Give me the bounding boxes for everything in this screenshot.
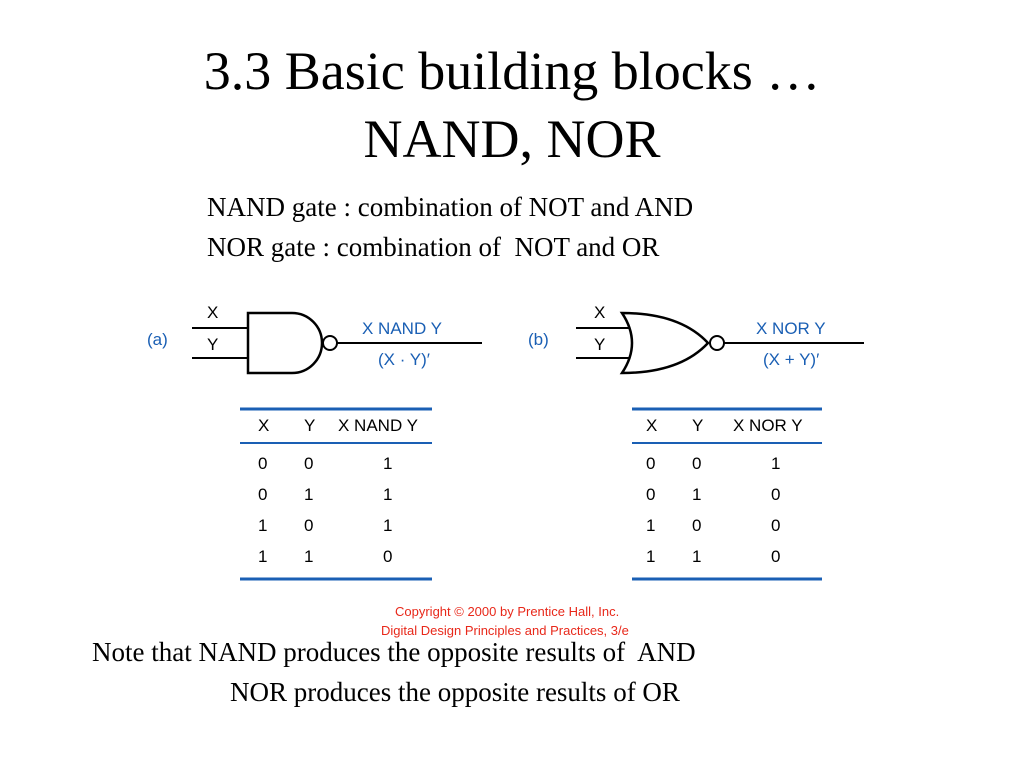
- nor-table-header-x: X: [646, 416, 657, 435]
- nand-table-cell: 0: [383, 547, 392, 566]
- nand-input-x-label: X: [207, 303, 218, 322]
- nor-table-cell: 0: [646, 485, 655, 504]
- nor-table-cell: 0: [771, 516, 780, 535]
- nor-table-cell: 1: [646, 547, 655, 566]
- nand-input-y-label: Y: [207, 335, 218, 354]
- nand-table-cell: 0: [304, 454, 313, 473]
- nand-definition: NAND gate : combination of NOT and AND: [207, 192, 694, 222]
- copyright-line-2: Digital Design Principles and Practices,…: [381, 623, 629, 638]
- nand-table-cell: 1: [383, 454, 392, 473]
- nand-inversion-bubble: [322, 335, 338, 351]
- nand-panel-label: (a): [147, 330, 168, 349]
- nor-gate-symbol: [619, 311, 710, 375]
- note-line-1: Note that NAND produces the opposite res…: [92, 637, 696, 667]
- nand-table-cell: 0: [258, 454, 267, 473]
- nor-table-header-output: X NOR Y: [733, 416, 803, 435]
- nand-table-cell: 1: [383, 485, 392, 504]
- nand-table-cell: 1: [258, 547, 267, 566]
- nand-table-header-output: X NAND Y: [338, 416, 418, 435]
- nor-table-cell: 0: [646, 454, 655, 473]
- nor-table-header-y: Y: [692, 416, 703, 435]
- nor-table-cell: 0: [771, 485, 780, 504]
- nand-table-cell: 1: [304, 547, 313, 566]
- slide-title-line-2: NAND, NOR: [363, 109, 661, 169]
- nor-input-x-label: X: [594, 303, 605, 322]
- nor-table-cell: 0: [771, 547, 780, 566]
- nor-output-expression: (X + Y)′: [763, 350, 819, 369]
- nor-table-cell: 1: [771, 454, 780, 473]
- nor-panel-label: (b): [528, 330, 549, 349]
- nand-output-expression: (X · Y)′: [378, 350, 430, 369]
- nand-table-header-y: Y: [304, 416, 315, 435]
- nor-table-cell: 1: [692, 547, 701, 566]
- nand-table-cell: 1: [383, 516, 392, 535]
- nand-gate-symbol: [246, 311, 324, 375]
- nand-table-cell: 0: [304, 516, 313, 535]
- nand-table-header-x: X: [258, 416, 269, 435]
- nor-table-cell: 1: [646, 516, 655, 535]
- copyright-line-1: Copyright © 2000 by Prentice Hall, Inc.: [395, 604, 619, 619]
- nand-table-cell: 1: [258, 516, 267, 535]
- nor-table-cell: 1: [692, 485, 701, 504]
- note-line-2: NOR produces the opposite results of OR: [230, 677, 680, 707]
- nand-table-cell: 0: [258, 485, 267, 504]
- nand-output-name: X NAND Y: [362, 319, 442, 338]
- nor-definition: NOR gate : combination of NOT and OR: [207, 232, 660, 262]
- nor-table-cell: 0: [692, 454, 701, 473]
- nor-table-cell: 0: [692, 516, 701, 535]
- slide-title-line-1: 3.3 Basic building blocks …: [203, 41, 821, 101]
- nand-table-cell: 1: [304, 485, 313, 504]
- nor-inversion-bubble: [709, 335, 725, 351]
- nor-output-name: X NOR Y: [756, 319, 826, 338]
- nor-input-y-label: Y: [594, 335, 605, 354]
